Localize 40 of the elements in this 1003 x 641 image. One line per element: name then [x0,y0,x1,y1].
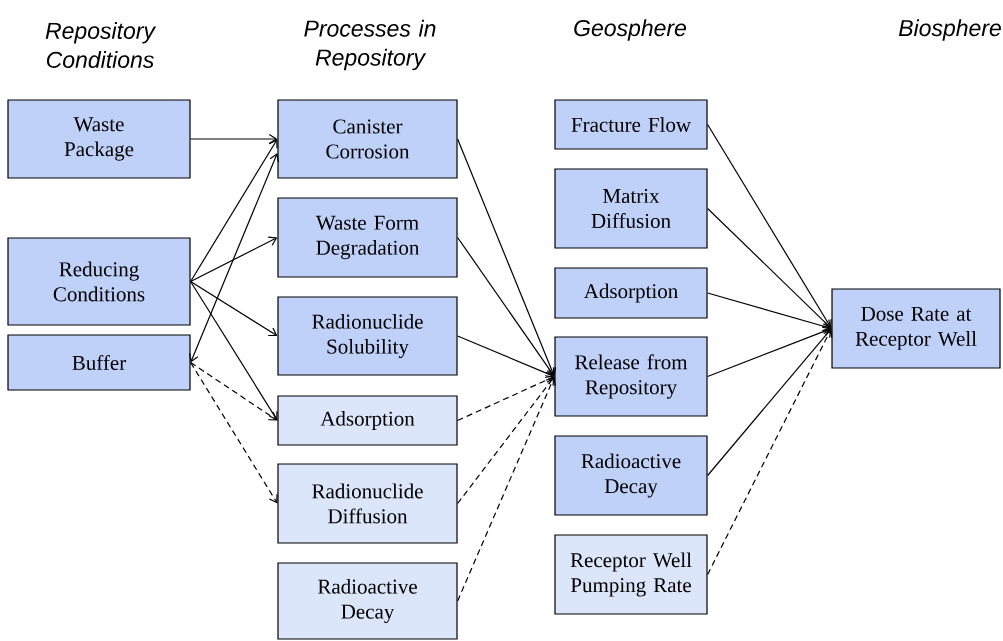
arrow [707,123,832,329]
arrow [457,375,555,422]
process-box: Canister Corrosion [277,99,458,179]
process-box: Waste Package [7,99,191,179]
arrow [190,236,278,283]
process-box: Dose Rate at Receptor Well [831,288,1001,369]
process-box: Radionuclide Diffusion [277,463,458,544]
column-heading: Geosphere [574,19,687,41]
process-box: Reducing Conditions [7,237,191,326]
process-box: Adsorption [554,267,708,319]
arrow [190,361,278,504]
arrow [707,328,833,576]
arrow [190,280,278,421]
process-box: Waste Form Degradation [277,197,458,278]
arrow [707,292,832,332]
arrow [457,376,556,602]
arrow [190,280,278,337]
process-box: Radionuclide Solubility [277,296,458,376]
column-heading: Biosphere [898,19,1001,41]
process-box: Radioactive Decay [277,562,458,640]
arrow [190,361,278,421]
process-box: Buffer [7,334,191,391]
arrow [457,335,555,379]
process-box: Release from Repository [554,336,708,417]
arrow [707,328,832,477]
arrow [707,326,832,378]
process-box: Matrix Diffusion [554,168,708,249]
process-box: Fracture Flow [554,99,708,150]
arrow [457,138,557,377]
arrow [457,236,555,377]
arrow [457,376,555,505]
arrow [190,133,278,145]
arrow [190,139,278,283]
column-heading: Processes in Repository [304,19,436,71]
process-box: Receptor Well Pumping Rate [554,534,708,615]
process-box: Adsorption [277,395,458,446]
arrow [707,207,832,329]
process-box: Radioactive Decay [554,435,708,516]
column-heading: Repository Conditions [45,22,157,68]
arrow [188,153,280,363]
